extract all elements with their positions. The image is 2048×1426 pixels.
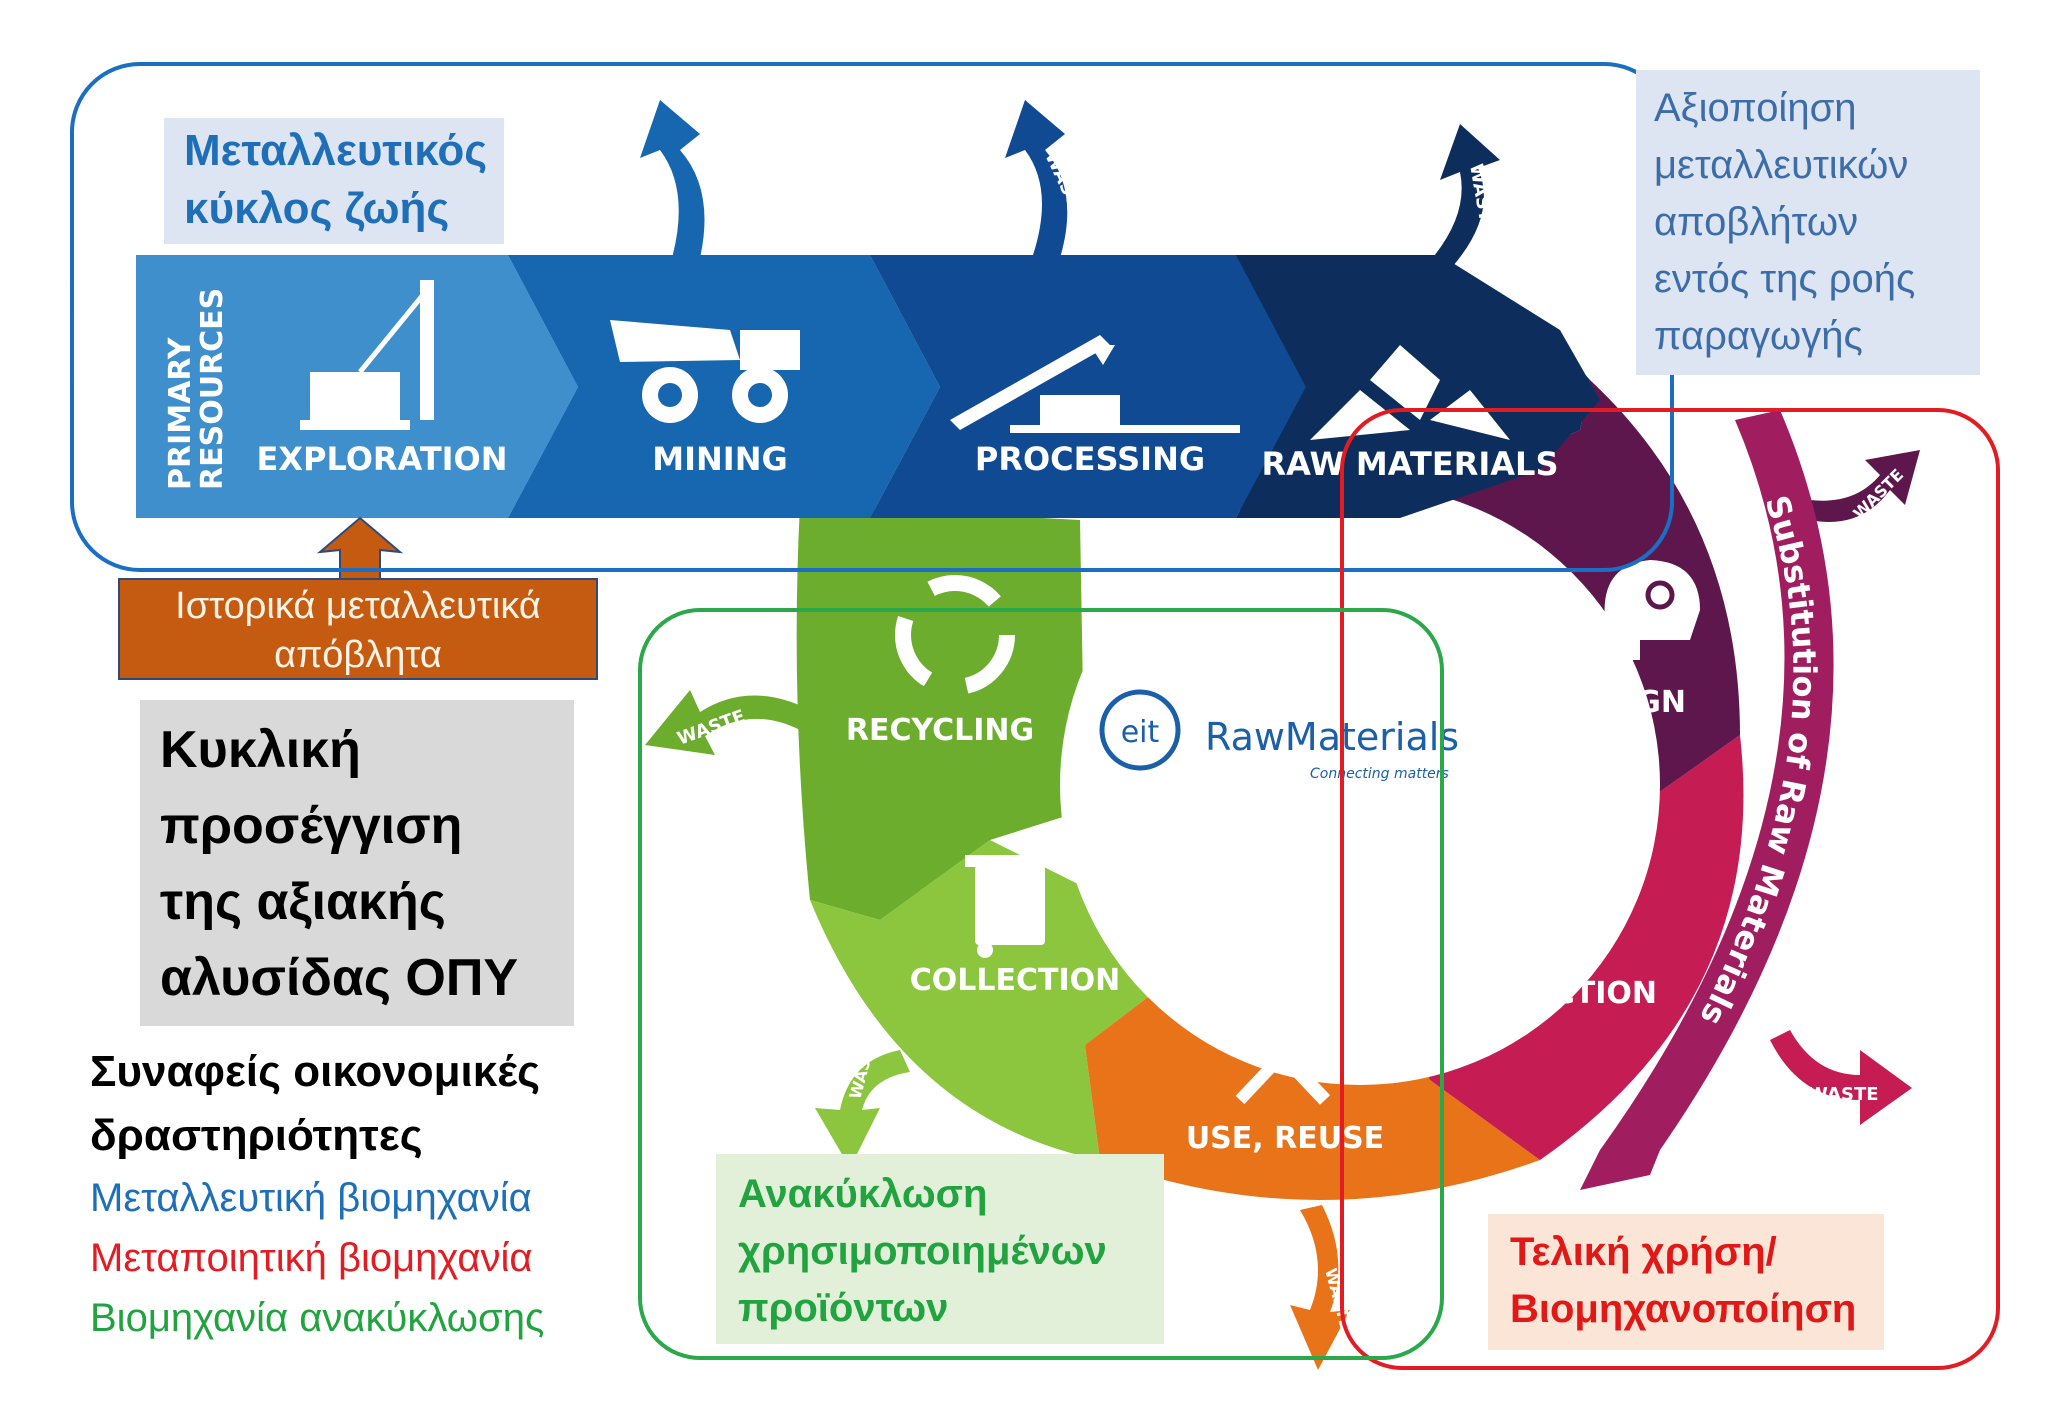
- frame-manufacturing: [1340, 408, 2000, 1370]
- segment-collection: [810, 840, 1210, 1160]
- historical-waste-label: Ιστορικά μεταλλευτικά απόβλητα: [118, 578, 598, 680]
- eit-logo: eit RawMaterials Connecting matters: [1099, 689, 1459, 782]
- circular-approach-label: Κυκλική προσέγγιση της αξιακής αλυσίδας …: [140, 700, 574, 1026]
- recycle-icon: [895, 575, 1015, 695]
- related-activities: Συναφείς οικονομικές δραστηριότητες Μετα…: [90, 1040, 650, 1360]
- bin-icon: [965, 855, 1055, 958]
- head-gears-icon: [1604, 560, 1700, 660]
- label-mining: MINING: [652, 440, 787, 478]
- label-use-reuse: USE, REUSE: [1186, 1121, 1384, 1156]
- segment-production: [1370, 735, 1744, 1160]
- label-production: PRODUCTION: [1433, 976, 1657, 1011]
- label-raw-materials: RAW MATERIALS: [1262, 445, 1559, 483]
- waste-arrow-mining: WASTE: [640, 100, 734, 258]
- label-design: DESIGN: [1558, 685, 1686, 720]
- frame-recycling: [638, 608, 1444, 1360]
- label-collection: COLLECTION: [910, 963, 1121, 998]
- waste-arrow-recycling: WASTE: [645, 690, 810, 755]
- waste-arrow-collection: WASTE: [815, 1036, 910, 1168]
- conveyor-icon: [950, 335, 1240, 433]
- tools-icon: [1234, 1005, 1331, 1105]
- mining-cycle-label: Μεταλλευτικός κύκλος ζωής: [164, 118, 504, 244]
- label-processing: PROCESSING: [975, 440, 1205, 478]
- waste-arrow-processing: WASTE: [1005, 100, 1089, 258]
- logo-name: RawMaterials: [1205, 715, 1459, 759]
- waste-arrow-use: WASTE: [1290, 1205, 1356, 1370]
- segment-use: [1085, 950, 1540, 1200]
- related-heading-2: δραστηριότητες: [90, 1111, 423, 1160]
- logo-tagline: Connecting matters: [1310, 766, 1449, 782]
- label-primary-1: PRIMARY: [163, 336, 198, 490]
- waste-arrow-production: WASTE: [1770, 1030, 1912, 1125]
- waste-arrow-design: WASTE: [1810, 450, 1920, 523]
- drill-rig-icon: [300, 280, 434, 430]
- label-exploration: EXPLORATION: [256, 440, 507, 478]
- svg-text:WASTE: WASTE: [1808, 1084, 1879, 1105]
- ore-rocks-icon: [1310, 345, 1510, 440]
- chevron-processing: [870, 255, 1306, 518]
- historical-arrow: [316, 516, 404, 581]
- gears-icon: [1498, 865, 1618, 966]
- haul-truck-icon: [610, 320, 800, 423]
- recycling-products-label: Ανακύκλωση χρησιμοποιημένων προϊόντων: [716, 1154, 1164, 1344]
- label-primary-2: RESOURCES: [195, 288, 230, 490]
- related-mining: Μεταλλευτική βιομηχανία: [90, 1176, 532, 1220]
- related-manufacturing: Μεταποιητική βιομηχανία: [90, 1236, 533, 1280]
- label-recycling: RECYCLING: [846, 713, 1034, 748]
- related-recycling: Βιομηχανία ανακύκλωσης: [90, 1296, 545, 1340]
- final-use-label: Τελική χρήση/ Βιομηχανοποίηση: [1488, 1214, 1884, 1350]
- svg-text:eit: eit: [1121, 715, 1160, 750]
- valorization-label: Αξιοποίηση μεταλλευτικών αποβλήτων εντός…: [1636, 70, 1980, 375]
- related-heading-1: Συναφείς οικονομικές: [90, 1047, 541, 1096]
